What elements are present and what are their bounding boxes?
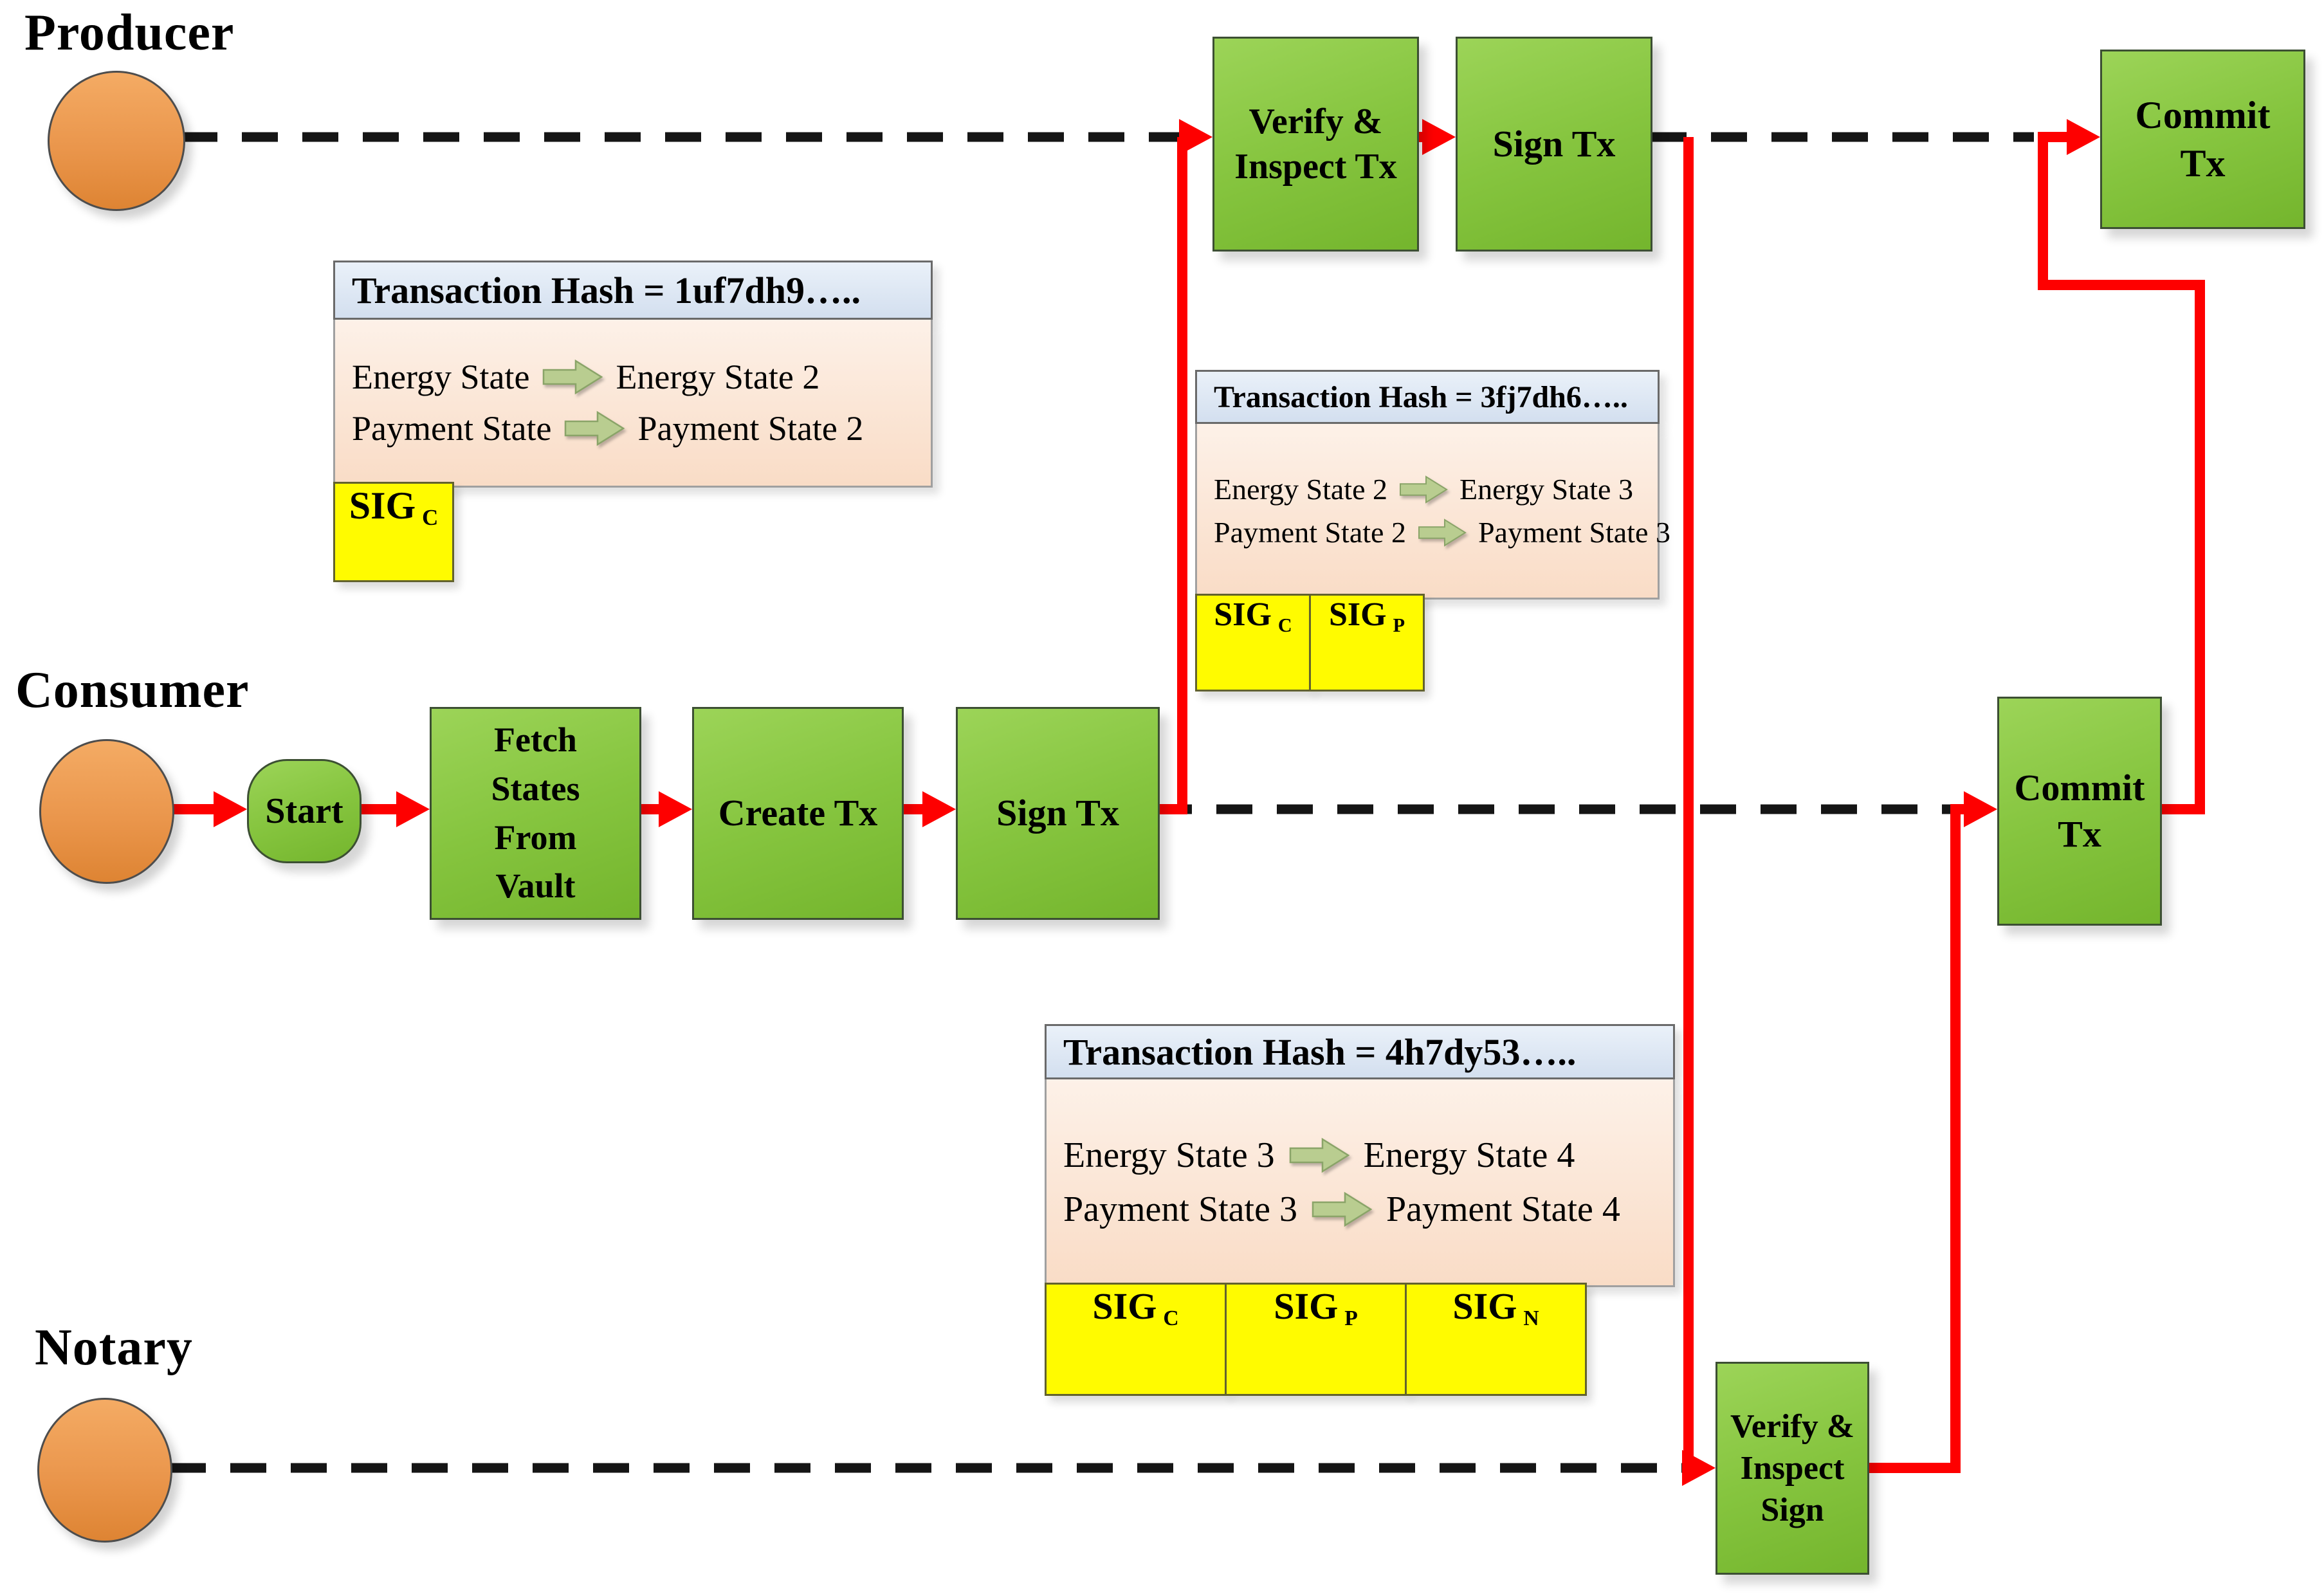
producer-avatar — [48, 71, 185, 211]
node-producer-verify-inspect-tx: Verify & Inspect Tx — [1212, 37, 1419, 252]
state-from: Payment State — [352, 409, 552, 448]
state-to: Payment State 2 — [637, 409, 864, 448]
node-consumer-commit-tx: Commit Tx — [1997, 697, 2162, 926]
arrowhead-create-icon — [659, 791, 692, 827]
state-from: Energy State — [352, 358, 530, 396]
arrowhead-sign-icon — [922, 791, 956, 827]
state-transition-arrow-icon — [1312, 1191, 1372, 1227]
state-to: Payment State 4 — [1386, 1189, 1620, 1229]
sig-subscript: P — [1393, 614, 1405, 636]
node-producer-sign-tx: Sign Tx — [1456, 37, 1652, 252]
state-row: Payment State 3 Payment State 4 — [1063, 1189, 1656, 1230]
transaction-card-2-body: Energy State 2 Energy State 3 Payment St… — [1195, 424, 1670, 600]
state-transition-arrow-icon — [1399, 475, 1448, 504]
transaction-card-1-title: Transaction Hash = 1uf7dh9….. — [333, 261, 933, 320]
state-row: Payment State 2 Payment State 3 — [1214, 515, 1670, 549]
node-producer-commit-tx: Commit Tx — [2100, 50, 2305, 229]
sig-subscript: N — [1523, 1306, 1539, 1330]
flow-consumer-commit-to-producer-commit — [2038, 132, 2205, 814]
node-consumer-create-tx: Create Tx — [692, 707, 904, 920]
state-transition-arrow-icon — [543, 359, 603, 395]
arrowhead-producer-commit-icon — [2067, 119, 2100, 155]
transaction-card-2: Transaction Hash = 3fj7dh6….. Energy Sta… — [1195, 370, 1670, 600]
state-from: Payment State 3 — [1063, 1189, 1297, 1229]
producer-label: Producer — [24, 5, 235, 61]
state-from: Energy State 2 — [1214, 473, 1387, 506]
arrowhead-start-icon — [214, 791, 247, 827]
flow-sign-to-notary — [1683, 137, 1694, 1473]
node-notary-verify-inspect-sign: Verify & Inspect Sign — [1716, 1362, 1869, 1575]
flow-sign-to-producer-verify — [1156, 132, 1187, 814]
transaction-card-3-body: Energy State 3 Energy State 4 Payment St… — [1045, 1079, 1675, 1287]
transaction-card-1: Transaction Hash = 1uf7dh9….. Energy Sta… — [333, 261, 933, 488]
sig-text: SIG — [1328, 596, 1387, 633]
state-from: Energy State 3 — [1063, 1135, 1275, 1175]
sig-subscript: P — [1344, 1306, 1358, 1330]
transaction-card-2-title: Transaction Hash = 3fj7dh6….. — [1195, 370, 1660, 424]
node-consumer-fetch-states: Fetch States From Vault — [430, 707, 641, 920]
arrowhead-consumer-commit-icon — [1964, 791, 1997, 827]
sig-text: SIG — [349, 484, 416, 527]
sig-text: SIG — [1092, 1285, 1157, 1327]
node-consumer-sign-tx: Sign Tx — [956, 707, 1160, 920]
sig-text: SIG — [1452, 1285, 1517, 1327]
state-to: Energy State 4 — [1363, 1135, 1575, 1175]
notary-avatar — [37, 1398, 172, 1543]
state-from: Payment State 2 — [1214, 516, 1406, 549]
transaction-card-3: Transaction Hash = 4h7dy53….. Energy Sta… — [1045, 1024, 1675, 1287]
sig-text: SIG — [1274, 1285, 1339, 1327]
consumer-label: Consumer — [15, 662, 250, 719]
state-to: Energy State 2 — [616, 358, 820, 396]
consumer-avatar — [39, 739, 174, 884]
transaction-card-3-title: Transaction Hash = 4h7dy53….. — [1045, 1024, 1675, 1079]
state-row: Payment State Payment State 2 — [352, 408, 914, 448]
sig-subscript: C — [1163, 1306, 1179, 1330]
state-to: Energy State 3 — [1459, 473, 1633, 506]
flow-notary-to-consumer-commit — [1865, 804, 1966, 1473]
state-row: Energy State 2 Energy State 3 — [1214, 472, 1641, 506]
arrowhead-notary-verify-icon — [1682, 1450, 1716, 1486]
sig-subscript: C — [422, 505, 439, 530]
state-row: Energy State 3 Energy State 4 — [1063, 1135, 1656, 1176]
arrowhead-producer-verify-icon — [1179, 119, 1212, 155]
state-transition-arrow-icon — [1289, 1137, 1350, 1173]
notary-label: Notary — [35, 1319, 193, 1376]
state-to: Payment State 3 — [1478, 516, 1670, 549]
sig-text: SIG — [1214, 596, 1272, 633]
sig-subscript: C — [1277, 614, 1292, 636]
node-consumer-start: Start — [247, 759, 361, 863]
transaction-card-1-body: Energy State Energy State 2 Payment Stat… — [333, 320, 933, 488]
arrowhead-fetch-icon — [396, 791, 430, 827]
state-transition-arrow-icon — [565, 410, 625, 446]
state-row: Energy State Energy State 2 — [352, 357, 914, 397]
state-transition-arrow-icon — [1418, 518, 1467, 547]
signature-box: SIG P — [1309, 594, 1425, 692]
arrowhead-producer-sign-icon — [1422, 119, 1456, 155]
